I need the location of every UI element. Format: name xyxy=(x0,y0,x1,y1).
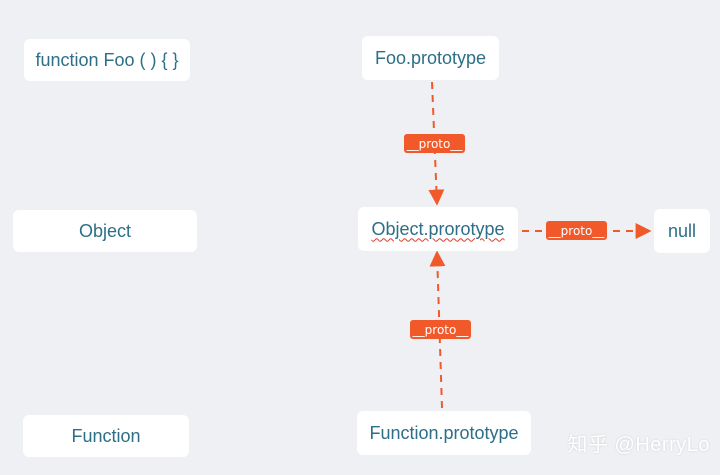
node-foo-prototype: Foo.prototype xyxy=(362,36,499,80)
edge-label-object-to-null: __proto__ xyxy=(546,221,607,240)
node-function-prototype-label: Function.prototype xyxy=(369,422,519,443)
node-foo-prototype-label: Foo.prototype xyxy=(374,47,487,68)
node-null: null xyxy=(654,209,710,253)
edge-label-foo-to-object: __proto__ xyxy=(404,134,465,153)
node-null-label: null xyxy=(667,220,697,241)
node-object-prototype-label: Object.prorotype xyxy=(371,218,505,239)
node-function: Function xyxy=(23,415,189,457)
node-function-prototype: Function.prototype xyxy=(357,411,531,455)
node-function-label: Function xyxy=(71,425,141,446)
node-function-foo: function Foo ( ) { } xyxy=(24,39,190,81)
node-object: Object xyxy=(13,210,197,252)
watermark: 知乎 @HerryLo xyxy=(567,434,710,456)
node-object-prototype: Object.prorotype xyxy=(358,207,518,251)
node-function-foo-label: function Foo ( ) { } xyxy=(35,49,179,70)
edge-label-function-to-object: __proto__ xyxy=(410,320,471,339)
node-object-label: Object xyxy=(78,220,132,241)
